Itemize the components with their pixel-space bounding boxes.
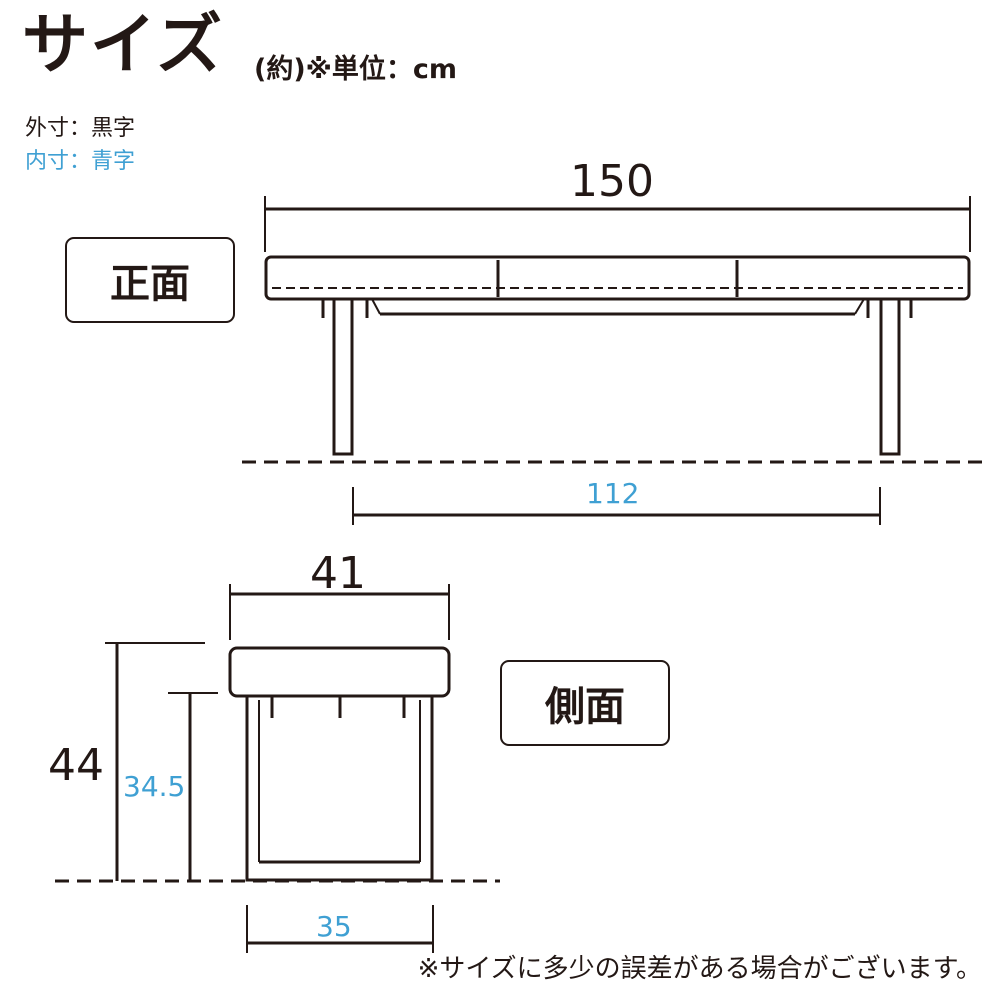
front-view-drawing — [242, 196, 990, 525]
tolerance-note: ※サイズに多少の誤差がある場合がございます。 — [417, 954, 982, 984]
side-seat-height-inner: 34.5 — [123, 770, 186, 803]
legend-inner: 内寸：青字 — [25, 149, 136, 174]
unit-note: (約)※単位：cm — [254, 54, 458, 85]
front-view-label: 正面 — [65, 237, 235, 323]
legend-outer: 外寸：黒字 — [25, 116, 136, 141]
page-title: サイズ — [22, 6, 225, 83]
side-view-drawing — [55, 584, 500, 953]
front-leg-span-inner: 112 — [586, 477, 640, 510]
side-leg-depth-inner: 35 — [316, 910, 352, 943]
side-height-outer: 44 — [48, 740, 104, 791]
front-width-outer: 150 — [570, 156, 654, 207]
side-view-label: 側面 — [500, 660, 670, 746]
side-depth-outer: 41 — [310, 548, 366, 599]
